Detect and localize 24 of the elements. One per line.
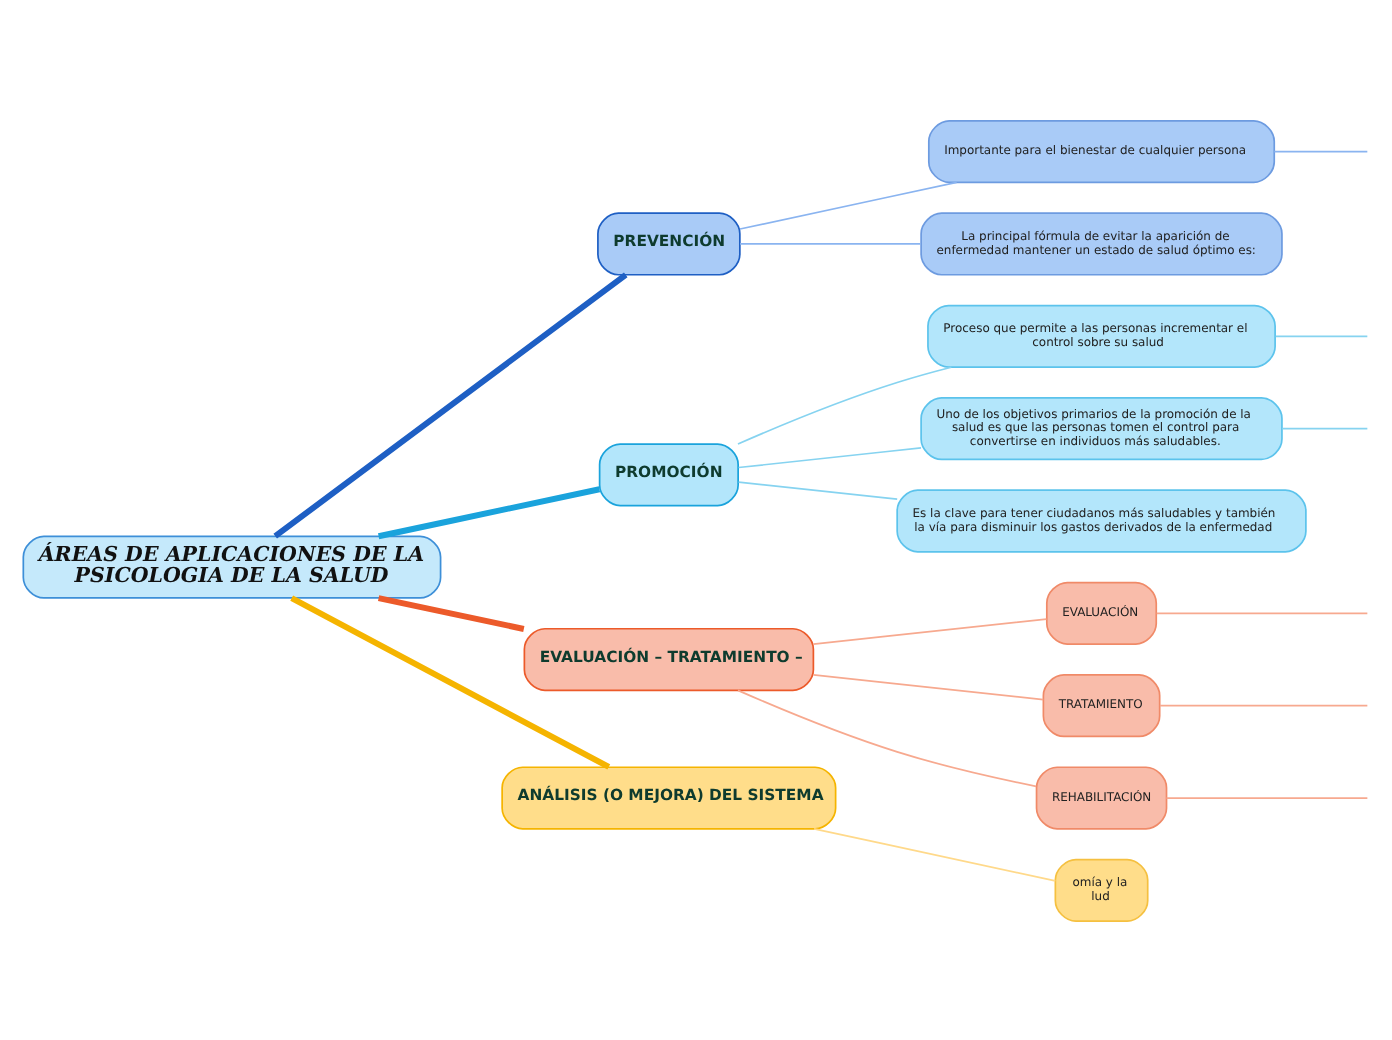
connector [1274,334,1369,337]
connector [739,242,922,244]
connector [813,827,1057,881]
connector [273,271,628,538]
connector [737,688,1037,787]
node-box: ÁREAS DE APLICACIONES DE LA PSICOLOGIA DE LA SALUD [22,534,442,598]
connector [737,365,953,444]
connector [378,485,601,539]
node-box: PROMOCIÓN [598,442,739,506]
node-box: ANÁLISIS (O MEJORA) DEL SISTEMA [501,765,837,829]
connector [1273,149,1369,152]
connector [1281,426,1369,429]
connector [1155,611,1369,614]
connector [812,617,1048,644]
connector [1159,703,1369,706]
connector [1165,796,1369,798]
connector [739,180,958,229]
node-box: EVALUACIÓN – TRATAMIENTO – [523,626,815,691]
connector [737,446,922,468]
connector [378,594,525,631]
node-box: PREVENCIÓN [597,211,741,275]
connector [812,673,1045,700]
connector [290,594,611,769]
connector [737,480,899,500]
